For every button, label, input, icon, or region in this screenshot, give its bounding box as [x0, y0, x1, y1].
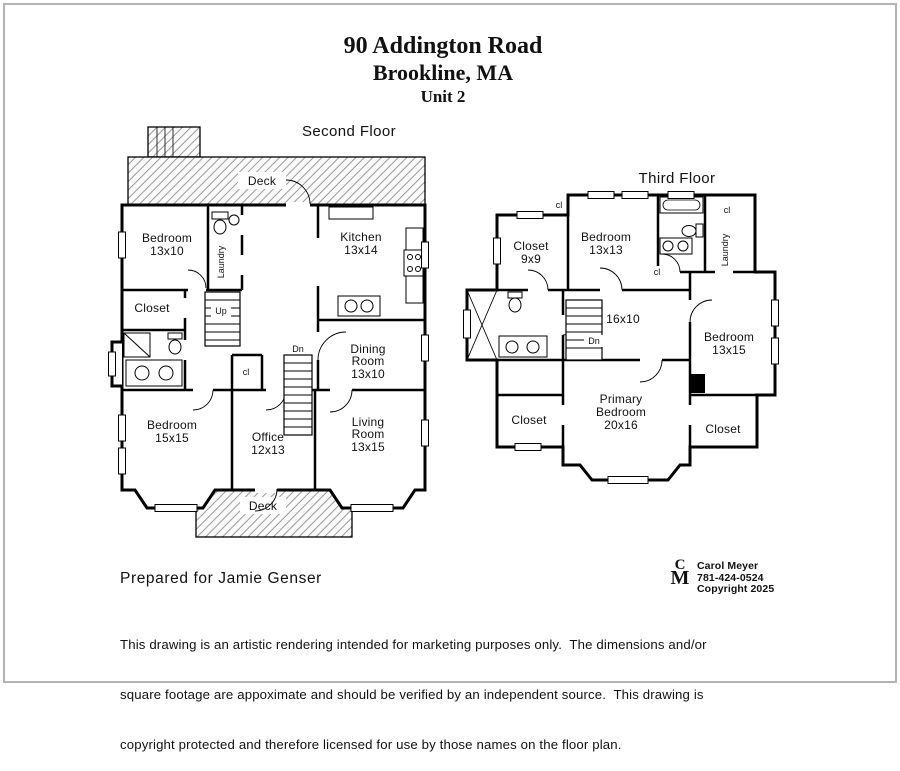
second-floor-windows	[108, 231, 429, 512]
room-label-living-1: Living	[352, 415, 385, 429]
third-floor-perimeter-walls	[465, 193, 777, 482]
room-label-bedroom4-name: Bedroom	[704, 330, 754, 344]
label-cl-right: cl	[724, 205, 731, 215]
stairs-down	[283, 354, 313, 436]
room-label-laundry3: Laundry	[720, 233, 730, 266]
stairs-up	[204, 291, 241, 347]
third-floor-door-gaps	[528, 269, 733, 425]
disclaimer-block: This drawing is an artistic rendering in…	[120, 603, 707, 771]
agent-block: Carol Meyer 781-424-0524 Copyright 2025	[697, 560, 775, 596]
third-floor-bathroom-fixtures	[659, 196, 704, 255]
room-label-living-2: Room	[352, 427, 385, 441]
room-label-bedroom4-dims: 13x15	[712, 343, 746, 357]
floor-plans-drawing: Deck Bedroom 13x10 Laundry Kitchen 13x14…	[108, 126, 779, 538]
second-floor-deck-bottom	[195, 489, 353, 538]
room-label-primary-dims: 20x16	[604, 418, 638, 432]
prepared-for-text: Prepared for Jamie Genser	[120, 570, 322, 587]
third-floor-label: Third Floor	[638, 170, 716, 187]
second-floor-label: Second Floor	[301, 123, 397, 140]
second-floor-door-swing-arcs	[187, 179, 353, 512]
agent-copyright: Copyright 2025	[697, 583, 775, 595]
second-floor-plan: Deck Bedroom 13x10 Laundry Kitchen 13x14…	[108, 126, 429, 538]
main-bathroom-fixtures	[123, 332, 183, 387]
agent-name: Carol Meyer	[697, 560, 759, 572]
kitchen-fixtures	[328, 206, 424, 317]
page-border	[3, 3, 897, 683]
third-floor-stairs-down	[565, 299, 604, 361]
disclaimer-line-1: This drawing is an artistic rendering in…	[120, 636, 707, 652]
room-label-bedroom1-name: Bedroom	[142, 231, 192, 245]
label-cl: cl	[243, 367, 250, 377]
room-label-kitchen-dims: 13x14	[344, 243, 378, 257]
second-floor-room-labels: Deck Bedroom 13x10 Laundry Kitchen 13x14…	[134, 174, 385, 513]
room-label-closet9-dims: 9x9	[521, 252, 541, 266]
label-stairs-up: Up	[215, 306, 227, 316]
room-label-office-dims: 12x13	[251, 443, 285, 457]
room-label-dining-1: Dining	[350, 342, 385, 356]
room-label-closet-left: Closet	[511, 413, 547, 427]
room-label-bedroom1-dims: 13x10	[150, 244, 184, 258]
agent-logo-c: C	[674, 557, 686, 573]
room-label-hall-dims: 16x10	[606, 312, 640, 326]
third-floor-room-labels: Closet 9x9 Bedroom 13x13 Laundry cl cl c…	[511, 200, 754, 436]
room-label-primary-2: Bedroom	[596, 405, 646, 419]
room-label-laundry: Laundry	[216, 245, 226, 278]
agent-phone: 781-424-0524	[697, 571, 764, 584]
room-label-bedroom3-dims: 13x13	[589, 243, 623, 257]
room-label-bedroom2-dims: 15x15	[155, 431, 189, 445]
second-floor-perimeter-walls	[120, 203, 427, 510]
room-label-closet9-name: Closet	[513, 239, 549, 253]
upper-bathroom-fixtures	[211, 211, 240, 235]
agent-logo: C M	[666, 557, 694, 589]
third-floor-plan: Closet 9x9 Bedroom 13x13 Laundry cl cl c…	[463, 191, 779, 484]
second-floor-deck-top	[127, 126, 426, 206]
room-label-bedroom2-name: Bedroom	[147, 418, 197, 432]
second-floor-interior-walls	[122, 205, 425, 490]
address-line: 90 Addington Road	[343, 33, 543, 59]
room-label-living-dims: 13x15	[351, 440, 385, 454]
unit-line: Unit 2	[420, 87, 466, 106]
left-closet-cross	[466, 289, 498, 361]
room-label-deck-bottom: Deck	[249, 499, 278, 513]
agent-logo-m: M	[670, 567, 690, 589]
cl-mid-label-bg	[648, 266, 666, 278]
disclaimer-line-3: copyright protected and therefore licens…	[120, 737, 622, 753]
second-floor-door-gaps	[182, 202, 352, 493]
third-floor-windows	[463, 191, 779, 484]
room-label-kitchen-name: Kitchen	[340, 230, 381, 244]
room-label-dining-2: Room	[352, 354, 385, 368]
disclaimer-line-2: square footage are appoximate and should…	[120, 686, 704, 702]
room-label-dining-dims: 13x10	[351, 367, 385, 381]
room-label-closet: Closet	[134, 301, 170, 315]
label-cl-top: cl	[556, 200, 563, 210]
room-label-bedroom3-name: Bedroom	[581, 230, 631, 244]
label-stairs-down3: Dn	[588, 336, 600, 346]
label-cl-mid: cl	[654, 267, 661, 277]
chimney	[690, 374, 705, 393]
third-floor-hall-bath-fixtures	[498, 291, 548, 358]
label-stairs-down: Dn	[292, 344, 304, 354]
city-line: Brookline, MA	[372, 60, 514, 85]
room-label-primary-1: Primary	[600, 392, 643, 406]
room-label-closet-right: Closet	[705, 422, 741, 436]
room-label-deck-top: Deck	[248, 174, 277, 188]
room-label-office-name: Office	[252, 430, 284, 444]
title-block: 90 Addington Road Brookline, MA Unit 2	[0, 33, 886, 107]
